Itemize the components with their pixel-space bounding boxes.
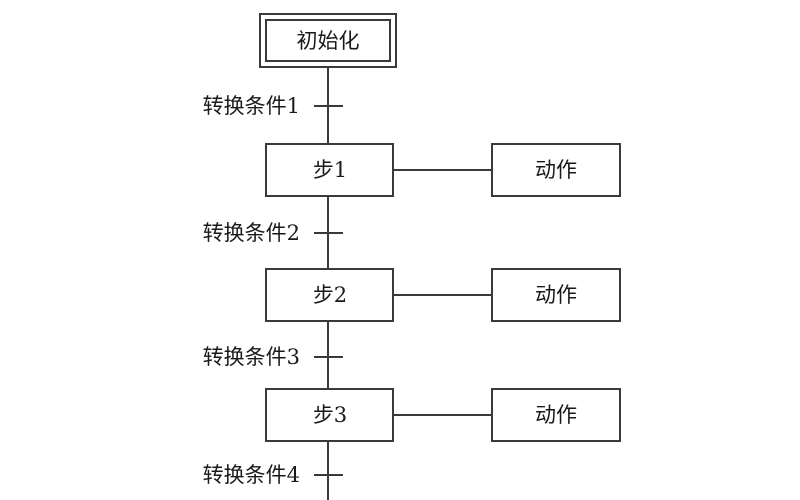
transition-3-label: 转换条件3 (203, 345, 300, 369)
step-2-action-box (491, 268, 621, 322)
transition-1: 转换条件1 (203, 94, 343, 118)
step-3-action-label: 动作 (535, 403, 577, 427)
step-2-label: 步2 (313, 283, 347, 307)
transition-3: 转换条件3 (203, 345, 343, 369)
transition-2-label: 转换条件2 (203, 221, 300, 245)
initial-step-label: 初始化 (297, 29, 360, 53)
step-1-box (265, 143, 394, 197)
step-1-action-box (491, 143, 621, 197)
step-3-label: 步3 (313, 403, 347, 427)
transition-4-label: 转换条件4 (203, 463, 300, 487)
initial-step: 初始化 (259, 13, 397, 68)
transition-4: 转换条件4 (203, 463, 343, 487)
transition-2: 转换条件2 (203, 221, 343, 245)
transition-1-label: 转换条件1 (203, 94, 300, 118)
step-1-action-label: 动作 (535, 158, 577, 182)
step-1: 步1 动作 (265, 143, 621, 197)
step-1-label: 步1 (313, 158, 347, 182)
step-3-box (265, 388, 394, 442)
step-3: 步3 动作 (265, 388, 621, 442)
step-3-action-box (491, 388, 621, 442)
initial-step-inner-border (265, 19, 391, 62)
step-2-action-label: 动作 (535, 283, 577, 307)
step-2: 步2 动作 (265, 268, 621, 322)
